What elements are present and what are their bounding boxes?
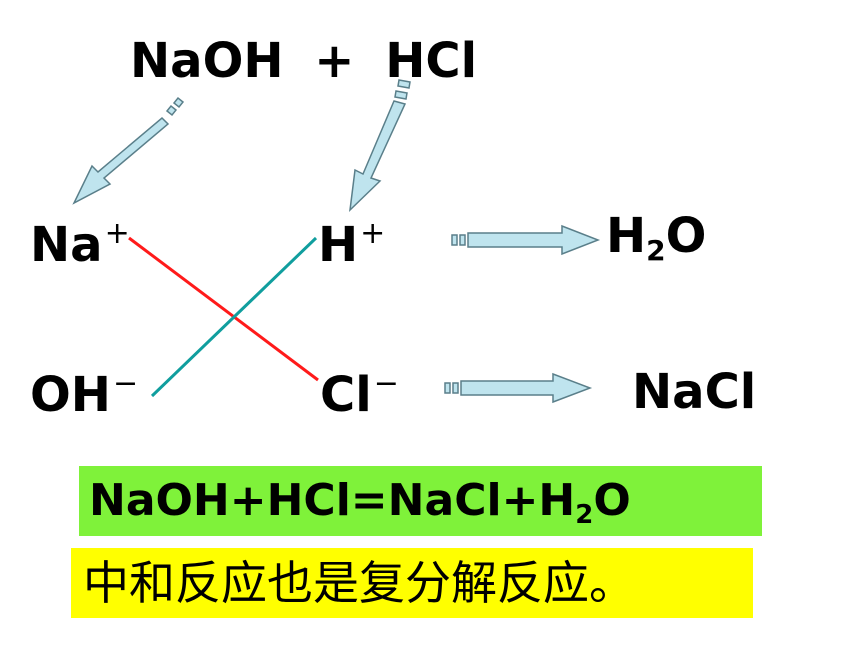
water-subscript: 2: [646, 234, 666, 267]
ion-na-base: Na: [30, 217, 103, 273]
ion-h-charge: +: [360, 216, 386, 251]
teal-crossing-line: [150, 236, 318, 398]
reactant-hcl: HCl: [385, 33, 478, 89]
arrow-h-to-water: [451, 224, 601, 256]
ion-oh: OH−: [30, 366, 139, 420]
arrow-hcl-to-h: [348, 79, 411, 213]
product-nacl: NaCl: [632, 364, 757, 420]
ion-cl-base: Cl: [320, 367, 372, 423]
conclusion-box: 中和反应也是复分解反应。: [71, 548, 753, 618]
ion-cl: Cl−: [320, 366, 399, 420]
ion-na: Na+: [30, 216, 130, 270]
red-crossing-line: [128, 236, 319, 382]
reactant-equation: NaOH + HCl: [130, 37, 477, 85]
net-equation-part2: O: [593, 475, 631, 526]
plus-sign: +: [314, 33, 355, 89]
net-equation-part1: NaOH+HCl=NaCl+H: [89, 475, 576, 526]
ion-na-charge: +: [104, 216, 130, 251]
ion-h: H+: [318, 216, 386, 270]
ion-cl-charge: −: [373, 366, 399, 401]
product-water: H2O: [606, 212, 706, 265]
conclusion-text: 中和反应也是复分解反应。: [83, 556, 635, 610]
ion-oh-charge: −: [112, 366, 139, 401]
arrow-cl-to-nacl: [444, 372, 593, 404]
arrow-naoh-to-na: [72, 96, 185, 205]
water-o: O: [665, 208, 707, 264]
ion-h-base: H: [318, 217, 359, 273]
reactant-naoh: NaOH: [130, 33, 284, 89]
water-h: H: [606, 208, 647, 264]
ion-oh-base: OH: [30, 367, 111, 423]
net-equation-box: NaOH+HCl=NaCl+H2O: [79, 466, 762, 536]
net-equation-subscript: 2: [575, 500, 594, 530]
